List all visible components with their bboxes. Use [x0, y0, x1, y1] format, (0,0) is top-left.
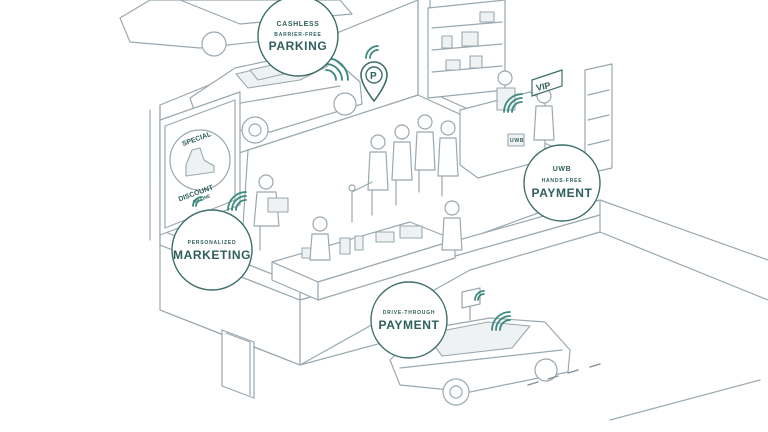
badge-payment-mid: HANDS-FREE: [542, 178, 583, 184]
badge-drive-main: PAYMENT: [379, 318, 440, 332]
vip-text: VIP: [535, 80, 551, 93]
badge-payment-top: UWB: [553, 166, 572, 173]
badge-parking-main: PARKING: [269, 39, 328, 53]
wireless-signal-icon: [227, 191, 247, 211]
wireless-signal-icon: [491, 311, 511, 331]
badge-parking-top: CASHLESS: [277, 21, 320, 28]
badge-payment-uwb: UWB HANDS-FREE PAYMENT: [523, 144, 601, 222]
discount-small-text: ON LINE: [192, 193, 211, 204]
badge-marketing-main: MARKETING: [173, 248, 251, 262]
badge-payment-main: PAYMENT: [532, 186, 593, 200]
discount-billboard: SPECIAL DISCOUNT ON LINE: [159, 91, 241, 236]
token-text: UWB: [510, 138, 524, 144]
product-table: [271, 200, 463, 301]
wireless-signal-icon: [365, 45, 379, 59]
wireless-signal-icon: [503, 93, 523, 113]
marketing-shopper: [253, 174, 289, 251]
badge-parking-mid: BARRIER-FREE: [274, 32, 321, 38]
parking-pin-text: P: [370, 71, 377, 82]
badge-marketing: PERSONALIZED MARKETING: [171, 209, 253, 291]
parking-pin-icon: P: [360, 61, 388, 103]
wireless-signal-icon: [474, 290, 485, 301]
badge-drive-mid: DRIVE-THROUGH: [383, 310, 436, 316]
uwb-token: [507, 133, 525, 147]
badge-marketing-mid: PERSONALIZED: [188, 240, 237, 246]
vip-sign-icon: VIP: [531, 69, 563, 97]
badge-drive-through: DRIVE-THROUGH PAYMENT: [370, 281, 448, 359]
uwb-signals: UWB: [192, 45, 525, 331]
badge-parking: CASHLESS BARRIER-FREE PARKING: [257, 0, 339, 77]
shoe-icon: [185, 147, 215, 177]
wireless-signal-icon: [192, 196, 203, 207]
